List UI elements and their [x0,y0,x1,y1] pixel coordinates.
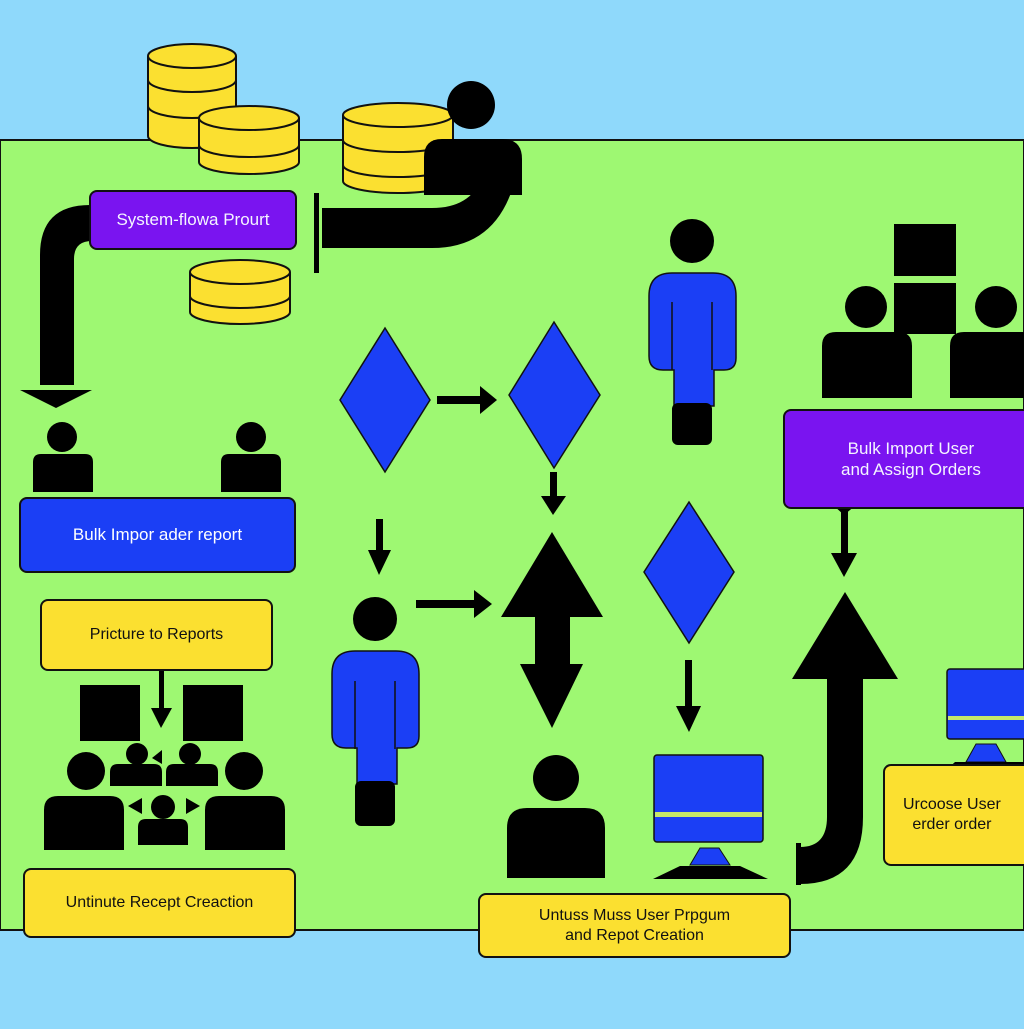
urcoose-user-order-label: Urcoose User erder order [883,764,1024,866]
group-icon [44,670,285,850]
person-icon [331,597,420,826]
picture-reports-text: Pricture to Reports [89,626,224,643]
untinute-receipt-label: Untinute Reсept Creaction [23,868,296,938]
person-icon [648,219,737,445]
arrow-icon [676,660,701,732]
user-icon [507,755,605,878]
group-icon [822,224,1024,398]
double-arrow-icon [501,532,603,728]
untuss-user-program-label: Untuss Muss User Prpgum and Repot Creati… [478,893,791,958]
bulk-import-assign-label: Bulk Import User and Assign Orders [783,409,1024,509]
bulk-import-report-label: Bulk Impor ader report [19,497,296,573]
bulk-import-report-text: Bulk Impor ader report [72,525,243,545]
decision-diamond-icon [339,326,431,474]
arrow-icon [416,590,492,618]
bulk-import-assign-text: Bulk Import User and Assign Orders [841,438,981,479]
arrow-icon [437,386,497,414]
decision-diamond-icon [508,320,601,470]
system-flow-text: System-flowa Prourt [116,210,270,230]
coin-stack-icon [198,105,300,175]
decision-diamond-icon [643,500,735,645]
user-icon [221,422,281,492]
system-flow-label: System-flowa Prourt [89,190,297,250]
user-icon [33,422,93,492]
curved-arrow-icon [792,592,898,885]
arrow-icon [541,472,566,515]
untuss-user-program-text: Untuss Muss User Prpgum and Repot Creati… [538,906,731,944]
user-icon [424,81,522,195]
monitor-icon [653,754,768,879]
coin-stack-icon [342,102,454,194]
urcoose-user-order-text: Urcoose User erder order [903,796,1001,833]
arrow-icon [368,519,391,575]
untinute-receipt-text: Untinute Reсept Creaction [65,894,254,911]
database-icon [189,259,291,325]
curved-arrow-icon [314,178,512,273]
picture-reports-label: Pricture to Reports [40,599,273,671]
curved-arrow-icon [20,205,102,408]
